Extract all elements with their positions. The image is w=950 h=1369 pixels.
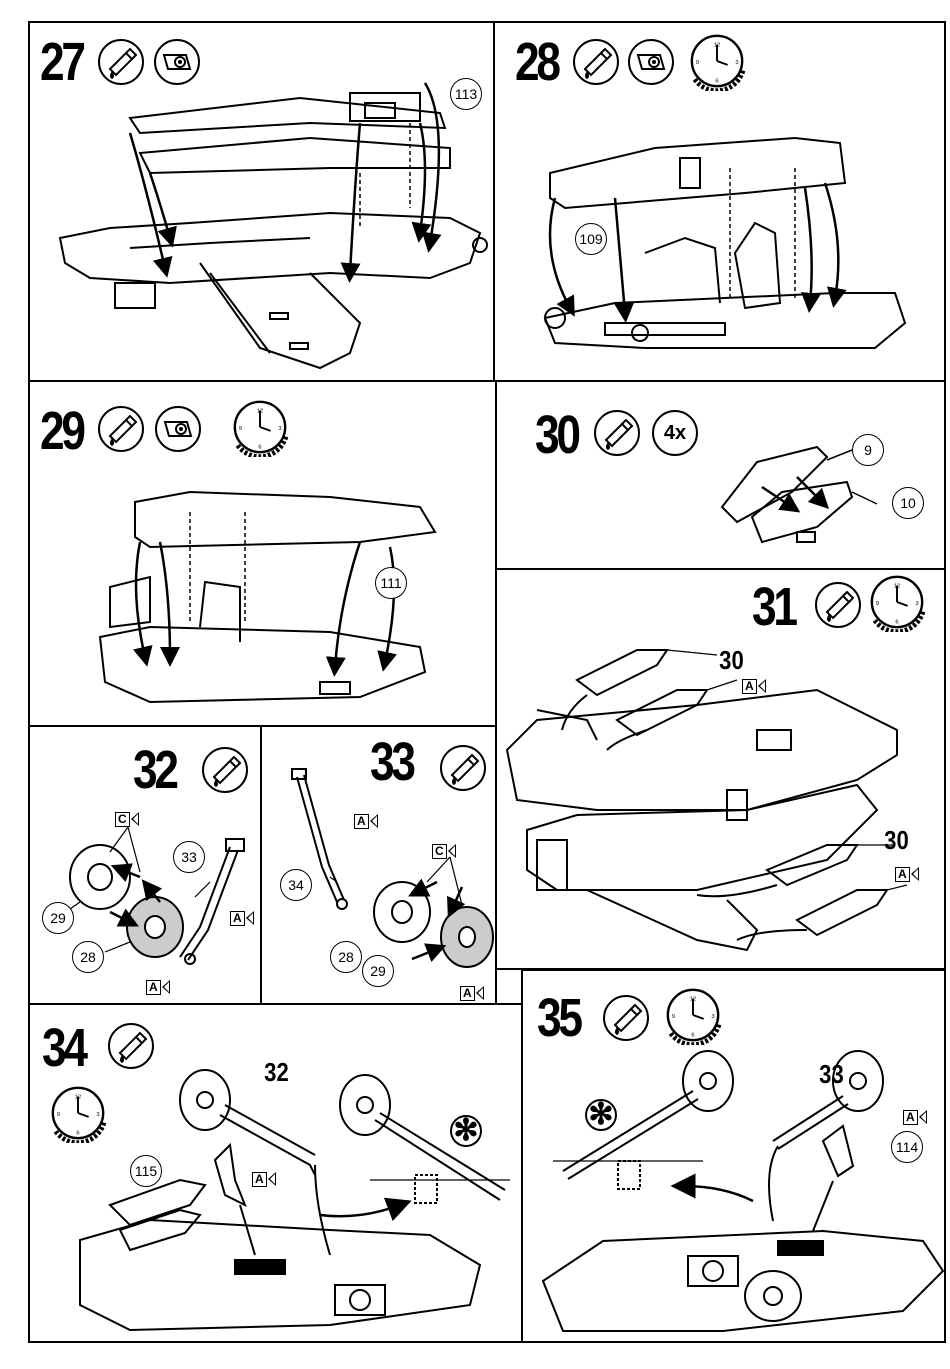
part-label-30: 30 bbox=[719, 645, 744, 676]
tag-letter: A bbox=[146, 980, 161, 995]
assembly-tag-c: C bbox=[432, 843, 456, 859]
main-gear-drawing bbox=[30, 727, 264, 1007]
tag-arrow-icon bbox=[246, 911, 254, 925]
air-intake-drawing bbox=[497, 382, 948, 572]
assembly-tag-a: A bbox=[354, 813, 378, 829]
note-asterisk-icon: ✻ bbox=[450, 1115, 482, 1147]
step-30-panel: 30 4x 9 10 bbox=[495, 380, 946, 570]
tag-arrow-icon bbox=[448, 844, 456, 858]
part-callout-34: 34 bbox=[280, 869, 312, 901]
tag-arrow-icon bbox=[162, 980, 170, 994]
part-label-30: 30 bbox=[884, 825, 909, 856]
tag-letter: A bbox=[460, 986, 475, 1001]
step-35-panel: 35 12369 bbox=[521, 969, 946, 1343]
tag-letter: A bbox=[742, 679, 757, 694]
fuselage-wing-drawing bbox=[30, 23, 497, 384]
step-32-panel: 32 C 33 A 29 28 A bbox=[28, 725, 262, 1005]
tag-arrow-icon bbox=[911, 867, 919, 881]
tag-letter: A bbox=[903, 1110, 918, 1125]
step-33-panel: 33 A 34 C 28 29 A bbox=[260, 725, 497, 1005]
assembly-tag-a: A bbox=[230, 910, 254, 926]
part-callout-111: 111 bbox=[375, 567, 407, 599]
gear-install-drawing bbox=[523, 971, 948, 1345]
assembly-tag-a: A bbox=[903, 1109, 927, 1125]
part-callout-10: 10 bbox=[892, 487, 924, 519]
tag-arrow-icon bbox=[370, 814, 378, 828]
tag-letter: A bbox=[354, 814, 369, 829]
part-callout-28: 28 bbox=[72, 941, 104, 973]
assembly-tag-a: A bbox=[146, 979, 170, 995]
part-callout-29: 29 bbox=[362, 955, 394, 987]
assembly-tag-a: A bbox=[895, 866, 919, 882]
tag-letter: C bbox=[432, 844, 447, 859]
part-callout-115: 115 bbox=[130, 1155, 162, 1187]
assembly-tag-a: A bbox=[460, 985, 484, 1001]
part-label-32: 32 bbox=[264, 1057, 289, 1088]
tag-arrow-icon bbox=[268, 1172, 276, 1186]
part-callout-29: 29 bbox=[42, 902, 74, 934]
tag-arrow-icon bbox=[131, 812, 139, 826]
tag-letter: A bbox=[252, 1172, 267, 1187]
instruction-sheet: 27 bbox=[28, 21, 946, 1343]
part-callout-33: 33 bbox=[173, 841, 205, 873]
part-callout-114: 114 bbox=[891, 1131, 923, 1163]
tag-arrow-icon bbox=[476, 986, 484, 1000]
part-callout-28: 28 bbox=[330, 941, 362, 973]
tag-letter: A bbox=[230, 911, 245, 926]
tag-arrow-icon bbox=[919, 1110, 927, 1124]
tag-arrow-icon bbox=[758, 679, 766, 693]
upper-fuselage-drawing bbox=[495, 23, 948, 384]
part-callout-109: 109 bbox=[575, 223, 607, 255]
part-callout-9: 9 bbox=[852, 434, 884, 466]
assembly-tag-a: A bbox=[742, 678, 766, 694]
part-label-33: 33 bbox=[819, 1059, 844, 1090]
assembly-tag-c: C bbox=[115, 811, 139, 827]
upper-fuselage-drawing bbox=[30, 382, 499, 729]
note-asterisk-icon: ✻ bbox=[585, 1099, 617, 1131]
tag-letter: A bbox=[895, 867, 910, 882]
step-27-panel: 27 bbox=[28, 21, 495, 382]
tag-letter: C bbox=[115, 812, 130, 827]
gear-install-drawing bbox=[30, 1005, 525, 1345]
part-callout-113: 113 bbox=[450, 78, 482, 110]
fuselage-intakes-drawing bbox=[497, 570, 948, 972]
assembly-tag-a: A bbox=[252, 1171, 276, 1187]
